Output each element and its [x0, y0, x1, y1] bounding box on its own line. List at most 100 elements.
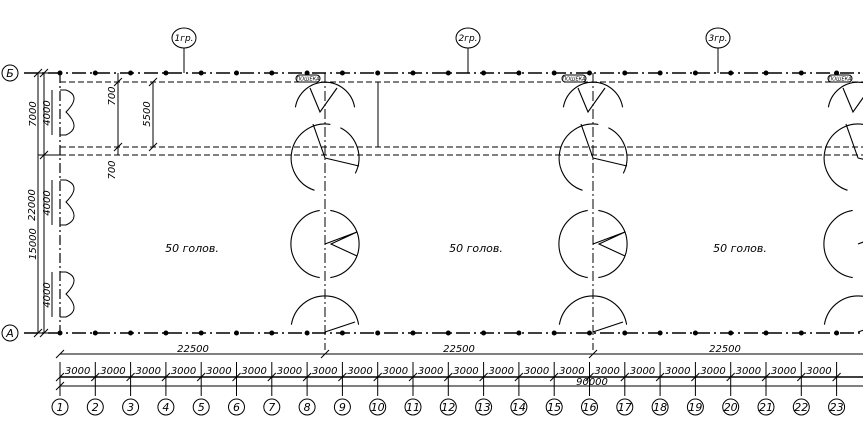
- dim-tick: [479, 372, 488, 382]
- column-axis-marker: [157, 398, 175, 416]
- column-node: [445, 70, 451, 76]
- row-label-b: Б: [6, 67, 14, 80]
- column-axis-label: 23: [830, 401, 844, 414]
- dim-bay: 3000: [65, 366, 90, 377]
- dim-tick: [232, 372, 241, 382]
- dim-tick: [55, 372, 65, 382]
- dim-section-3: 22500: [709, 344, 741, 355]
- dim-section-2: 22500: [443, 344, 475, 355]
- column-axis-label: 8: [304, 401, 311, 414]
- column-axis-marker: [475, 398, 493, 416]
- group-label-1: 1гр.: [174, 34, 193, 44]
- dim-tick: [796, 372, 806, 382]
- column-node: [198, 330, 204, 336]
- column-node: [163, 70, 169, 76]
- column-axis-marker: [651, 398, 669, 416]
- dim-total-length: 90000: [576, 377, 608, 388]
- door-1: [51, 89, 75, 136]
- dim-bay: 3000: [559, 366, 584, 377]
- dim-bay: 3000: [489, 366, 514, 377]
- column-axis-label: 5: [198, 401, 205, 414]
- dim-section-1: 22500: [177, 344, 209, 355]
- column-axis-marker: [581, 398, 598, 416]
- gate-leaf: [324, 231, 358, 257]
- gate-swing-arc: [562, 81, 624, 108]
- column-axis-label: 7: [268, 401, 275, 414]
- gate-leaf: [842, 87, 863, 114]
- row-marker-b: [1, 64, 19, 82]
- dim-tick: [126, 372, 135, 382]
- pen-capacity-1: 50 голов.: [165, 242, 219, 255]
- gate-leaf: [592, 321, 624, 333]
- gate-swing-arc: [290, 295, 360, 325]
- column-node: [269, 330, 275, 336]
- gate-tag-text-1: ПОШЕКА: [296, 77, 320, 83]
- dim-bay: 3000: [100, 366, 125, 377]
- dim-tick: [338, 372, 347, 382]
- dim-bay: 3000: [383, 366, 408, 377]
- column-axis-marker: [792, 398, 810, 416]
- column-axis-label: 16: [583, 401, 597, 414]
- column-axis-label: 11: [406, 401, 420, 414]
- pen-capacity-2: 50 голов.: [449, 242, 503, 255]
- dim-inner-mid: 5500: [142, 101, 153, 126]
- gate-swing-arc: [558, 295, 628, 325]
- column-axis-marker: [192, 398, 210, 416]
- row-marker-a: [1, 324, 19, 342]
- gate-leaf: [845, 123, 863, 160]
- column-axis-label: 2: [92, 401, 99, 414]
- dim-bay: 3000: [524, 366, 549, 377]
- column-axis-marker: [86, 398, 104, 416]
- column-node: [481, 70, 487, 76]
- column-axis-marker: [298, 398, 316, 416]
- gate-leaf: [309, 87, 338, 114]
- column-node: [657, 330, 663, 336]
- gate-swing-arc: [823, 209, 853, 279]
- pen-capacity-3: 50 голов.: [713, 242, 767, 255]
- column-node: [587, 70, 592, 76]
- group-label-3: 3гр.: [708, 34, 727, 44]
- column-node: [128, 330, 134, 336]
- column-node: [375, 70, 381, 76]
- group-marker-2: [455, 27, 481, 73]
- dim-tick: [726, 372, 736, 382]
- column-axis-label: 17: [618, 401, 632, 414]
- column-node: [410, 330, 416, 336]
- column-axis-marker: [722, 398, 740, 416]
- column-node: [728, 330, 734, 336]
- column-node: [304, 330, 310, 336]
- group-marker-1: [171, 27, 197, 73]
- column-axis-marker: [369, 398, 387, 416]
- column-node: [622, 330, 628, 336]
- gate-swing-arc: [290, 123, 331, 191]
- gate-swing-arc: [827, 81, 863, 108]
- column-node: [339, 70, 345, 76]
- column-node: [798, 330, 804, 336]
- gate-swing-arc: [823, 295, 863, 325]
- dim-tick: [373, 372, 383, 382]
- column-node: [551, 70, 557, 76]
- door-2: [51, 179, 75, 226]
- column-node: [92, 330, 98, 336]
- column-axis-label: 10: [371, 401, 385, 414]
- column-node: [622, 70, 628, 76]
- column-axis-label: 20: [724, 401, 738, 414]
- dim-tick: [443, 372, 453, 382]
- column-node: [375, 330, 381, 336]
- column-node: [763, 330, 769, 336]
- column-node: [516, 70, 522, 76]
- dim-tick: [549, 372, 559, 382]
- column-axis-marker: [545, 398, 563, 416]
- column-node: [410, 70, 416, 76]
- column-axis-marker: [122, 398, 140, 416]
- dim-bay: 3000: [594, 366, 619, 377]
- column-axis-marker: [263, 398, 281, 416]
- gate-swing-arc: [558, 209, 588, 279]
- column-node: [128, 70, 134, 76]
- gate-tag-3: [827, 74, 853, 83]
- group-marker-3: [705, 27, 731, 73]
- dim-left-lower: 15000: [28, 228, 39, 260]
- gate-swing-arc: [340, 127, 360, 174]
- dim-bay: 3000: [277, 366, 302, 377]
- column-axis-marker: [828, 398, 846, 416]
